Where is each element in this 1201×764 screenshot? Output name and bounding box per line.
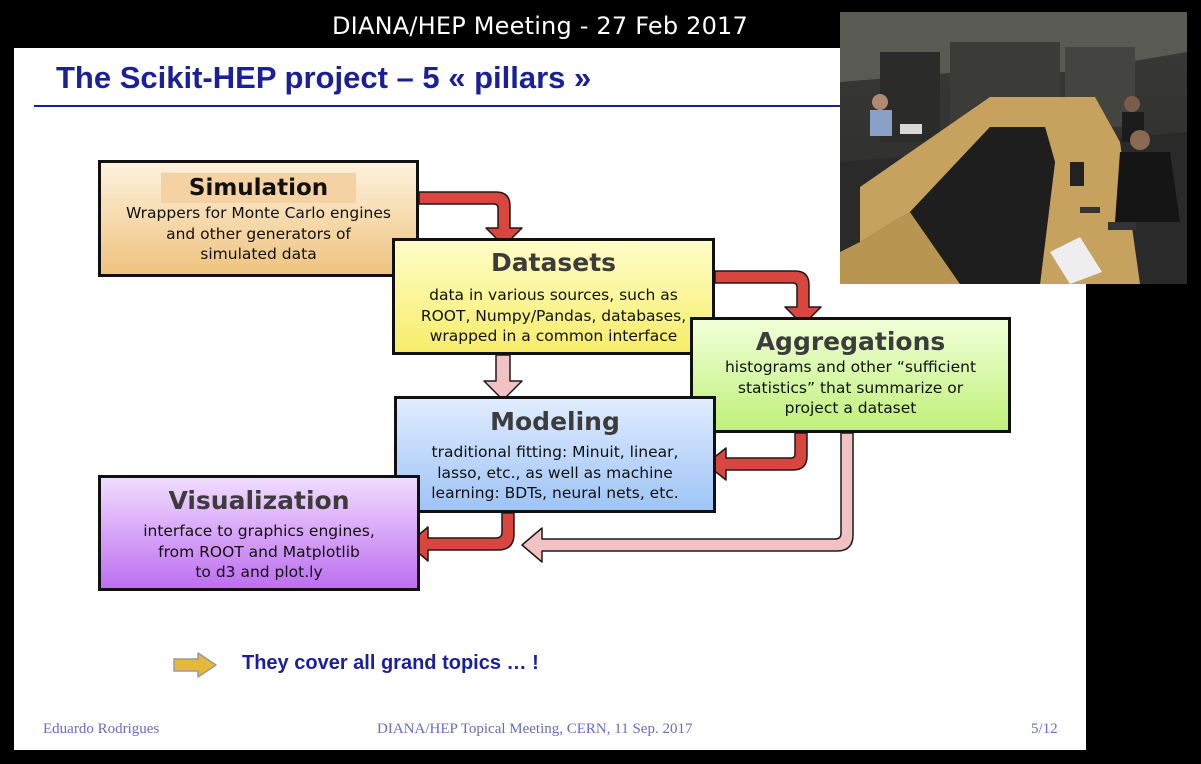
footer-author: Eduardo Rodrigues bbox=[43, 721, 160, 737]
pillar-desc-line: data in various sources, such as bbox=[429, 286, 678, 304]
conclusion-text: They cover all grand topics … ! bbox=[242, 652, 539, 674]
title-underline bbox=[34, 105, 1044, 107]
pillar-desc-line: project a dataset bbox=[784, 399, 917, 417]
pillar-desc-line: wrapped in a common interface bbox=[429, 327, 678, 345]
pillar-description: interface to graphics engines, from ROOT… bbox=[101, 521, 417, 583]
pillar-visualization: Visualization interface to graphics engi… bbox=[98, 475, 420, 591]
pillar-desc-line: traditional fitting: Minuit, linear, bbox=[431, 443, 679, 461]
pillar-desc-line: and other generators of bbox=[166, 224, 351, 243]
footer-event: DIANA/HEP Topical Meeting, CERN, 11 Sep.… bbox=[377, 721, 693, 737]
pillar-description: traditional fitting: Minuit, linear, las… bbox=[397, 442, 713, 504]
meeting-title: DIANA/HEP Meeting - 27 Feb 2017 bbox=[332, 12, 748, 40]
pillar-title: Simulation bbox=[160, 173, 357, 203]
pillar-desc-line: Wrappers for Monte Carlo engines bbox=[126, 204, 391, 222]
arrow-modeling-to-visualization bbox=[407, 512, 515, 562]
pillar-description: data in various sources, such as ROOT, N… bbox=[395, 285, 712, 347]
footer-page-number: 5/12 bbox=[1031, 721, 1058, 737]
slide-title: The Scikit-HEP project – 5 « pillars » bbox=[56, 60, 592, 95]
video-feed bbox=[840, 12, 1187, 284]
camera-feed-icon bbox=[840, 12, 1187, 284]
pillar-desc-line: to d3 and plot.ly bbox=[195, 563, 323, 581]
arrow-datasets-to-aggregations bbox=[714, 270, 822, 326]
arrow-aggregations-to-visualization bbox=[521, 432, 854, 563]
arrow-sim-to-datasets bbox=[418, 191, 523, 247]
presentation-slide: The Scikit-HEP project – 5 « pillars » S… bbox=[14, 48, 1086, 750]
pillar-desc-line: lasso, etc., as well as machine bbox=[437, 463, 673, 482]
arrow-aggregations-to-modeling bbox=[705, 432, 808, 481]
pillar-desc-line: histograms and other “sufficient bbox=[724, 358, 977, 376]
pillar-desc-line: ROOT, Numpy/Pandas, databases, bbox=[420, 306, 687, 325]
pillar-description: histograms and other “sufficient statist… bbox=[693, 357, 1008, 419]
pillar-desc-line: from ROOT and Matplotlib bbox=[158, 542, 360, 561]
pillar-title: Aggregations bbox=[755, 327, 946, 356]
pillar-title: Visualization bbox=[168, 486, 350, 515]
pillar-aggregations: Aggregations histograms and other “suffi… bbox=[690, 317, 1011, 433]
pillar-description: Wrappers for Monte Carlo engines and oth… bbox=[101, 203, 416, 265]
pillar-simulation: Simulation Wrappers for Monte Carlo engi… bbox=[98, 160, 419, 277]
pillar-modeling: Modeling traditional fitting: Minuit, li… bbox=[394, 396, 716, 513]
pillar-desc-line: learning: BDTs, neural nets, etc. bbox=[431, 484, 679, 502]
pillar-title: Datasets bbox=[490, 248, 617, 277]
pillar-desc-line: statistics” that summarize or bbox=[737, 378, 964, 397]
bullet-arrow-icon bbox=[173, 652, 217, 678]
pillar-datasets: Datasets data in various sources, such a… bbox=[392, 238, 715, 355]
arrow-datasets-to-modeling bbox=[483, 354, 523, 401]
pillar-title: Modeling bbox=[490, 407, 620, 436]
pillar-desc-line: simulated data bbox=[200, 245, 317, 263]
flow-arrows bbox=[407, 191, 854, 563]
pillar-desc-line: interface to graphics engines, bbox=[143, 522, 375, 540]
